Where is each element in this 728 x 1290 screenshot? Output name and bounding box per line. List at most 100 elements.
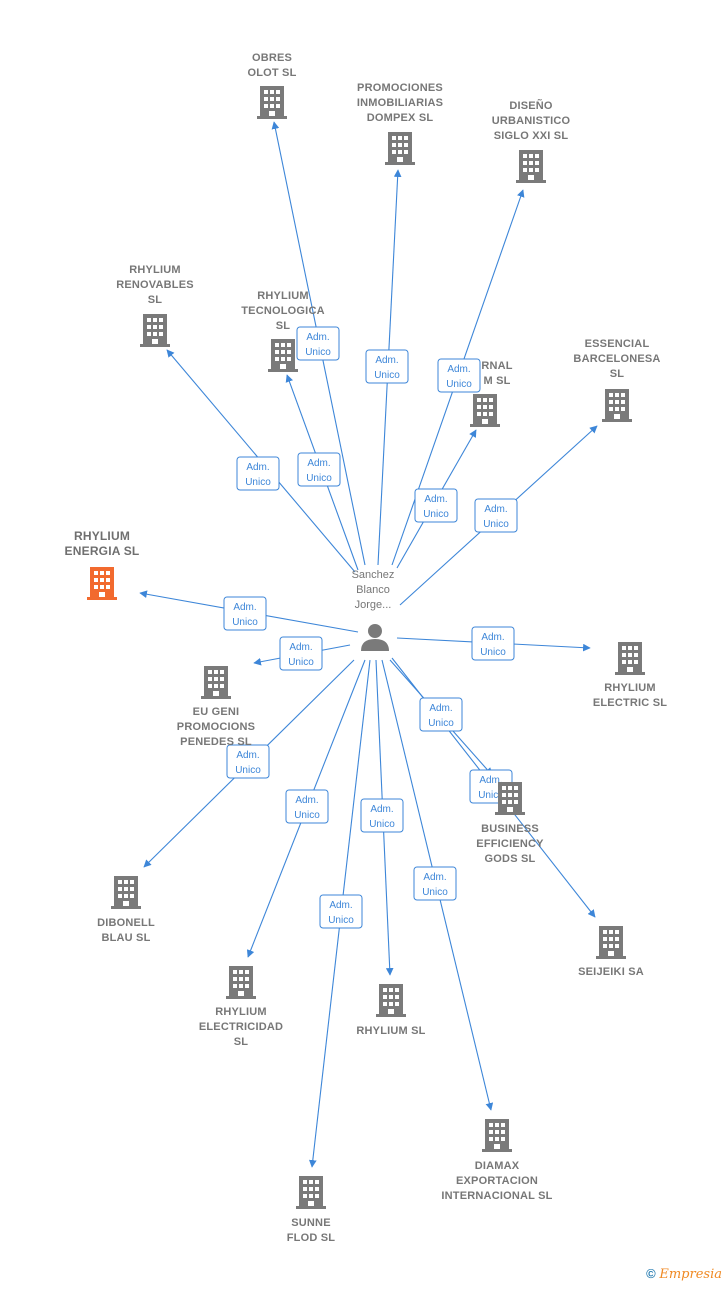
company-name-line: DIBONELL [97, 917, 155, 929]
company-name-line: RHYLIUM [215, 1006, 267, 1018]
company-name-line: ELECTRIC SL [593, 697, 667, 709]
company-name-line: RHYLIUM [257, 290, 309, 302]
building-icon [602, 389, 632, 422]
building-icon [257, 86, 287, 119]
company-name-line: SL [610, 368, 625, 380]
person-name-line: Sanchez [352, 569, 395, 581]
role-label-essencial[interactable]: Adm.Unico [474, 498, 518, 533]
copyright-icon: © [646, 1266, 656, 1281]
company-name-line: PENEDES SL [180, 736, 252, 748]
brand-logo[interactable]: Empresia [659, 1267, 722, 1282]
company-name-line: PROMOCIONS [177, 721, 255, 733]
role-label-line: Unico [294, 810, 320, 821]
company-node-rhyliumsl[interactable]: RHYLIUM SL [356, 984, 425, 1037]
role-label-energia[interactable]: Adm.Unico [223, 596, 267, 631]
role-label-dibonell[interactable]: Adm. Unico [226, 744, 270, 779]
company-name-line: BARCELONESA [573, 353, 660, 365]
company-name-line: BLAU SL [101, 932, 150, 944]
role-label-line: Adm. [424, 494, 447, 505]
company-name-line: SL [148, 294, 163, 306]
person-name-line: Blanco [356, 584, 390, 596]
role-label-rhyliumsl[interactable]: Adm.Unico [360, 798, 404, 833]
building-icon [615, 642, 645, 675]
footer: © Empresia [646, 1266, 722, 1282]
role-label-line: Adm. [447, 364, 470, 375]
building-icon [296, 1176, 326, 1209]
company-node-electric[interactable]: RHYLIUM ELECTRIC SL [593, 642, 667, 709]
company-name-line: DIAMAX [475, 1160, 520, 1172]
role-label-line: Adm. [479, 775, 502, 786]
company-node-seijeiki[interactable]: SEIJEIKI SA [578, 926, 644, 978]
role-label-business[interactable]: Adm.Unico [419, 697, 463, 732]
person-node[interactable]: SanchezBlancoJorge... [352, 569, 395, 651]
role-label-electricidad[interactable]: Adm.Unico [285, 789, 329, 824]
role-label-line: Unico [369, 819, 395, 830]
role-label-eugeni[interactable]: Adm.Unico [279, 636, 323, 671]
edge-label-layer: Adm.UnicoAdm.UnicoAdm.UnicoAdm.UnicoAdm.… [223, 326, 518, 929]
building-icon [470, 394, 500, 427]
company-node-dibonell[interactable]: DIBONELL BLAU SL [97, 876, 155, 944]
role-label-line: Unico [232, 617, 258, 628]
role-label-line: Unico [305, 347, 331, 358]
role-label-line: Unico [374, 370, 400, 381]
role-label-obres[interactable]: Adm. Unico [296, 326, 340, 361]
building-icon [376, 984, 406, 1017]
company-name-line: SEIJEIKI SA [578, 966, 644, 978]
role-label-rnal[interactable]: Adm. Unico [414, 488, 458, 523]
role-label-line: Unico [288, 657, 314, 668]
company-name-line: BUSINESS [481, 823, 539, 835]
company-name-line: EFFICIENCY [476, 838, 544, 850]
company-name-line: ELECTRICIDAD [199, 1021, 283, 1033]
building-icon [201, 666, 231, 699]
building-icon [385, 132, 415, 165]
building-icon [140, 314, 170, 347]
role-label-line: Adm. [329, 900, 352, 911]
company-name-line: URBANISTICO [492, 115, 571, 127]
role-label-diseno[interactable]: Adm.Unico [437, 358, 481, 393]
role-label-line: Unico [422, 887, 448, 898]
role-label-line: Unico [328, 915, 354, 926]
role-label-diamax[interactable]: Adm.Unico [413, 866, 457, 901]
role-label-line: Unico [423, 509, 449, 520]
role-label-sunne[interactable]: Adm. Unico [319, 894, 363, 929]
role-label-dompex[interactable]: Adm.Unico [365, 349, 409, 384]
company-name-line: RHYLIUM [74, 529, 130, 543]
person-icon [361, 624, 389, 651]
person-name-line: Jorge... [355, 599, 392, 611]
company-name-line: TECNOLOGICA [241, 305, 324, 317]
company-name-line: RHYLIUM [604, 682, 656, 694]
company-node-renovables[interactable]: RHYLIUM RENOVABLES SL [116, 264, 194, 347]
role-label-line: Adm. [236, 750, 259, 761]
company-name-line: SL [276, 320, 291, 332]
building-icon [268, 339, 298, 372]
role-label-line: Unico [235, 765, 261, 776]
company-name-line: INMOBILIARIAS [357, 97, 443, 109]
company-node-tecnologica[interactable]: RHYLIUM TECNOLOGICA SL [241, 290, 325, 372]
role-label-renovables[interactable]: Adm.Unico [236, 456, 280, 491]
company-name-line: PROMOCIONES [357, 82, 443, 94]
company-node-business[interactable]: BUSINESS EFFICIENCY GODS SL [476, 782, 544, 865]
building-icon [482, 1119, 512, 1152]
role-label-tecnologica[interactable]: Adm.Unico [297, 452, 341, 487]
building-icon [596, 926, 626, 959]
role-label-line: Adm. [306, 332, 329, 343]
company-name-line: EXPORTACION [456, 1175, 538, 1187]
role-label-line: Unico [306, 473, 332, 484]
company-name-line: RENOVABLES [116, 279, 194, 291]
company-name-line: GODS SL [485, 853, 536, 865]
company-name-line: RHYLIUM [129, 264, 181, 276]
role-label-electric[interactable]: Adm.Unico [471, 626, 515, 661]
company-name-line: SUNNE [291, 1217, 331, 1229]
